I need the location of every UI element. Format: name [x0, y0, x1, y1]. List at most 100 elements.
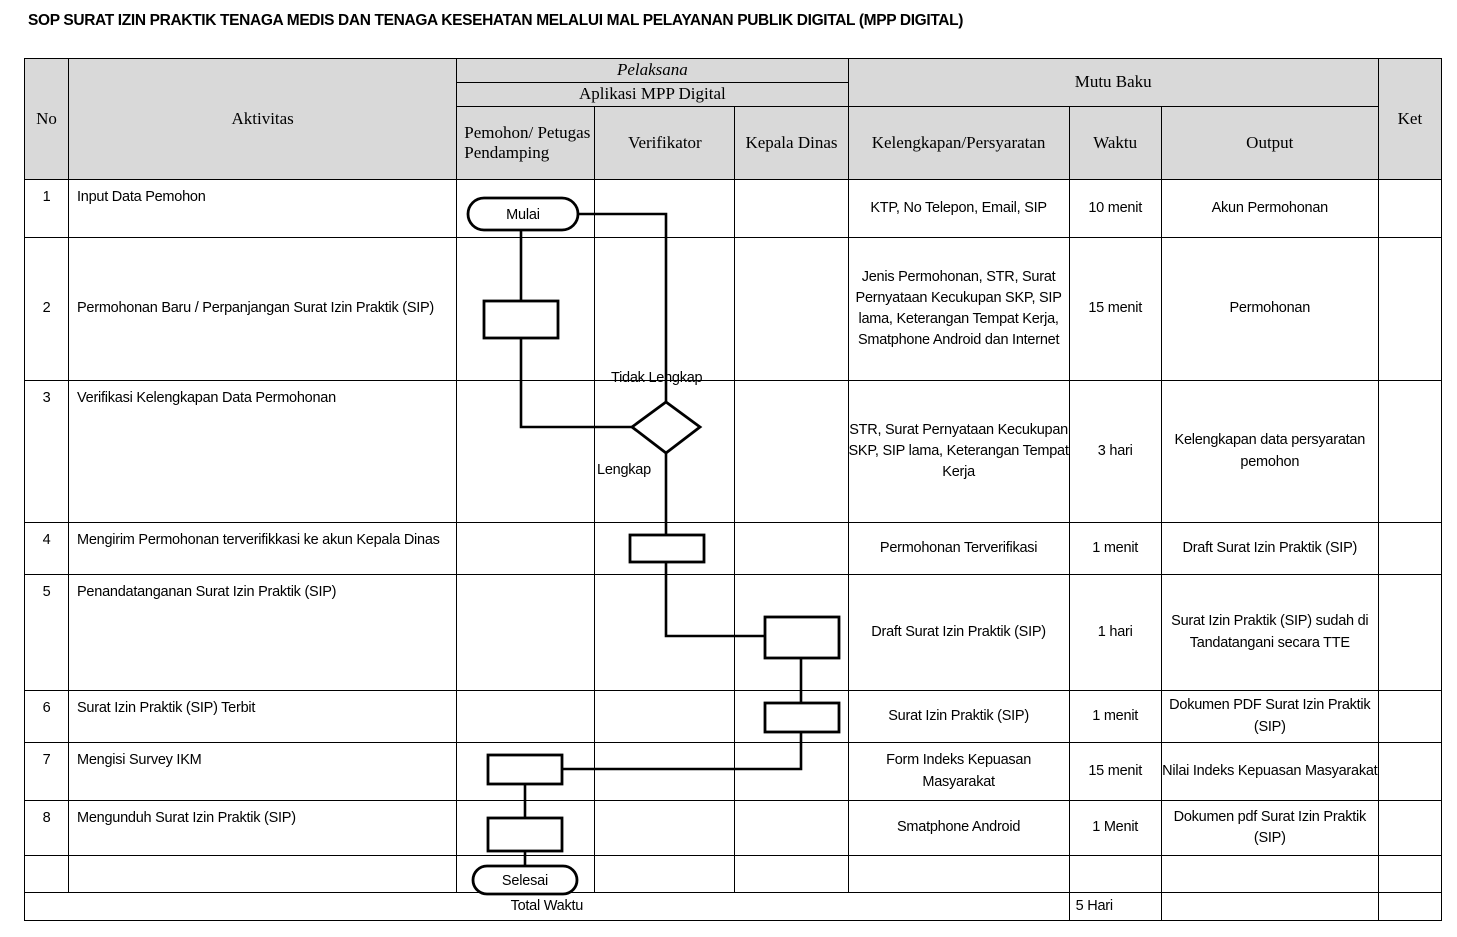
- page-title: SOP SURAT IZIN PRAKTIK TENAGA MEDIS DAN …: [28, 12, 964, 29]
- lane-cell-pemohon: [456, 179, 596, 238]
- cell-waktu: 3 hari: [1068, 380, 1162, 523]
- lane-cell-verifikator: [594, 522, 736, 575]
- cell-aktivitas: Mengunduh Surat Izin Praktik (SIP): [68, 800, 458, 856]
- cell-output: Permohonan: [1160, 237, 1379, 381]
- header-aktivitas: Aktivitas: [68, 58, 458, 180]
- cell-output: Dokumen pdf Surat Izin Praktik (SIP): [1160, 800, 1379, 856]
- cell-aktivitas: Mengirim Permohonan terverifikkasi ke ak…: [68, 522, 458, 575]
- table-row: 6 Surat Izin Praktik (SIP) Terbit Surat …: [23, 690, 1443, 743]
- lane-cell-verifikator: [594, 237, 736, 381]
- lane-cell-pemohon: [456, 800, 596, 856]
- lane-cell-verifikator: [594, 574, 736, 691]
- table-row: 3 Verifikasi Kelengkapan Data Permohonan…: [23, 380, 1443, 523]
- table-row: 5 Penandatanganan Surat Izin Praktik (SI…: [23, 574, 1443, 691]
- cell-output: [1160, 855, 1379, 893]
- lane-cell-verifikator: [594, 742, 736, 801]
- cell-aktivitas: Input Data Pemohon: [68, 179, 458, 238]
- cell-output: Surat Izin Praktik (SIP) sudah di Tandat…: [1160, 574, 1379, 691]
- cell-no: 7: [23, 742, 70, 801]
- lane-cell-kepala-dinas: [734, 522, 849, 575]
- table-header: No Aktivitas Pelaksana Mutu Baku Ket Apl…: [23, 58, 1443, 180]
- cell-aktivitas: Verifikasi Kelengkapan Data Permohonan: [68, 380, 458, 523]
- header-aplikasi-mpp: Aplikasi MPP Digital: [456, 82, 849, 107]
- cell-kelengkapan: KTP, No Telepon, Email, SIP: [847, 179, 1070, 238]
- header-kepala-dinas: Kepala Dinas: [734, 106, 849, 180]
- lane-cell-kepala-dinas: [734, 237, 849, 381]
- header-ket: Ket: [1377, 58, 1443, 180]
- header-mutu-baku: Mutu Baku: [847, 58, 1379, 107]
- header-output: Output: [1160, 106, 1379, 180]
- lane-cell-kepala-dinas: [734, 855, 849, 893]
- header-row-3: Pemohon/ Petugas Pendamping Verifikator …: [25, 106, 1442, 180]
- lane-cell-kepala-dinas: [734, 690, 849, 743]
- cell-aktivitas: Penandatanganan Surat Izin Praktik (SIP): [68, 574, 458, 691]
- header-kelengkapan: Kelengkapan/Persyaratan: [847, 106, 1070, 180]
- lane-cell-pemohon: [456, 690, 596, 743]
- cell-ket: [1377, 179, 1443, 238]
- table-row: 4 Mengirim Permohonan terverifikkasi ke …: [23, 522, 1443, 575]
- cell-ket: [1377, 237, 1443, 381]
- lane-cell-pemohon: [456, 742, 596, 801]
- lane-cell-kepala-dinas: [734, 380, 849, 523]
- total-waktu-value: 5 Hari: [1068, 891, 1162, 922]
- header-pelaksana: Pelaksana: [456, 58, 849, 83]
- lane-cell-verifikator: [594, 380, 736, 523]
- cell-ket: [1377, 574, 1443, 691]
- cell-output: Nilai Indeks Kepuasan Masyarakat: [1160, 742, 1379, 801]
- lane-cell-kepala-dinas: [734, 179, 849, 238]
- cell-no: 8: [23, 800, 70, 856]
- cell-waktu: 1 menit: [1068, 522, 1162, 575]
- cell-ket: [1377, 855, 1443, 893]
- cell-output: Draft Surat Izin Praktik (SIP): [1160, 522, 1379, 575]
- cell-waktu: 15 menit: [1068, 237, 1162, 381]
- total-row: Total Waktu 5 Hari: [24, 891, 1443, 922]
- lane-cell-kepala-dinas: [734, 742, 849, 801]
- cell-no: 1: [23, 179, 70, 238]
- cell-waktu: 1 menit: [1068, 690, 1162, 743]
- lane-cell-verifikator: [594, 800, 736, 856]
- cell-aktivitas: [68, 855, 458, 893]
- lane-cell-verifikator: [594, 179, 736, 238]
- header-row-1: No Aktivitas Pelaksana Mutu Baku Ket: [23, 58, 1443, 180]
- cell-no: [23, 855, 70, 893]
- total-waktu-label: Total Waktu: [24, 891, 1070, 922]
- lane-cell-pemohon: [456, 380, 596, 523]
- cell-kelengkapan: STR, Surat Pernyataan Kecukupan SKP, SIP…: [847, 380, 1070, 523]
- cell-waktu: 1 hari: [1068, 574, 1162, 691]
- cell-kelengkapan: Form Indeks Kepuasan Masyarakat: [847, 742, 1070, 801]
- sop-table-container: No Aktivitas Pelaksana Mutu Baku Ket Apl…: [23, 58, 1443, 922]
- cell-waktu: 15 menit: [1068, 742, 1162, 801]
- cell-kelengkapan: [847, 855, 1070, 893]
- header-verifikator: Verifikator: [594, 106, 736, 180]
- cell-aktivitas: Mengisi Survey IKM: [68, 742, 458, 801]
- cell-waktu: 10 menit: [1068, 179, 1162, 238]
- cell-no: 6: [23, 690, 70, 743]
- cell-no: 2: [23, 237, 70, 381]
- table-body: 1 Input Data Pemohon KTP, No Telepon, Em…: [23, 179, 1443, 922]
- cell-waktu: 1 Menit: [1068, 800, 1162, 856]
- sop-table: No Aktivitas Pelaksana Mutu Baku Ket Apl…: [23, 58, 1443, 922]
- cell-output: Dokumen PDF Surat Izin Praktik (SIP): [1160, 690, 1379, 743]
- header-pemohon: Pemohon/ Petugas Pendamping: [456, 106, 596, 180]
- cell-no: 4: [23, 522, 70, 575]
- lane-cell-pemohon: [456, 237, 596, 381]
- lane-cell-kepala-dinas: [734, 800, 849, 856]
- table-row: 2 Permohonan Baru / Perpanjangan Surat I…: [23, 237, 1443, 381]
- lane-cell-pemohon: [456, 574, 596, 691]
- lane-cell-pemohon: [456, 855, 596, 893]
- cell-aktivitas: Surat Izin Praktik (SIP) Terbit: [68, 690, 458, 743]
- cell-ket: [1377, 522, 1443, 575]
- table-row: 8 Mengunduh Surat Izin Praktik (SIP) Sma…: [23, 800, 1443, 856]
- cell-aktivitas: Permohonan Baru / Perpanjangan Surat Izi…: [68, 237, 458, 381]
- cell-kelengkapan: Permohonan Terverifikasi: [847, 522, 1070, 575]
- table-row: [23, 855, 1443, 893]
- cell-output: Kelengkapan data persyaratan pemohon: [1160, 380, 1379, 523]
- lane-cell-pemohon: [456, 522, 596, 575]
- header-row-2: Aplikasi MPP Digital: [25, 82, 1442, 107]
- cell-waktu: [1068, 855, 1162, 893]
- total-ket-cell: [1377, 891, 1443, 922]
- table-row: 7 Mengisi Survey IKM Form Indeks Kepuasa…: [23, 742, 1443, 801]
- cell-no: 3: [23, 380, 70, 523]
- lane-cell-verifikator: [594, 690, 736, 743]
- total-output-cell: [1160, 891, 1379, 922]
